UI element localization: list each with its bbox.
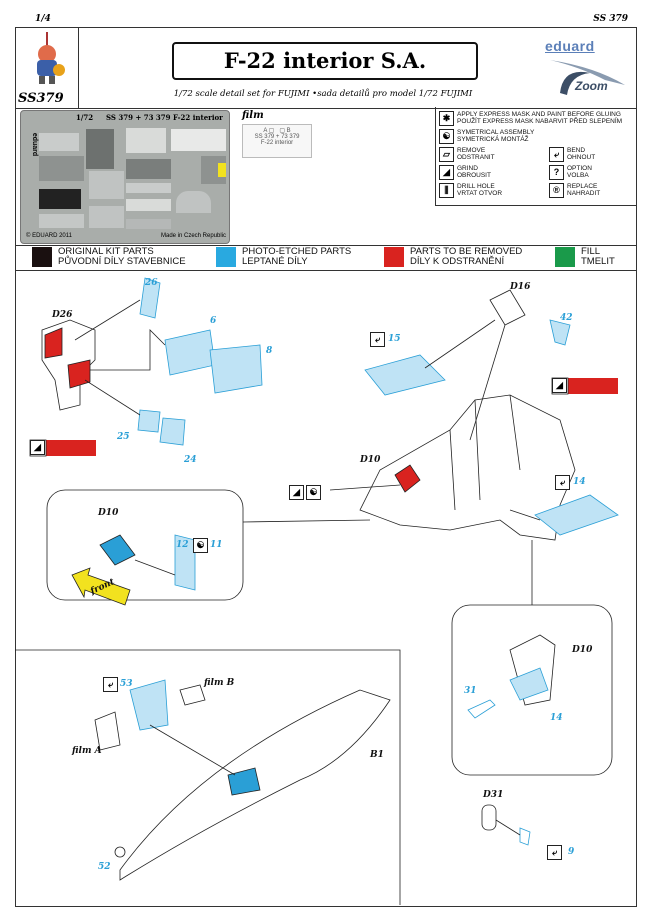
part-12: 12 xyxy=(176,540,189,550)
symmetrical-icon: ☯ xyxy=(193,538,208,553)
symmetrical-icon: ☯ xyxy=(306,485,321,500)
mascot-cell xyxy=(15,27,79,109)
film-sheet: A ▢ ▢ B SS 379 + 73 379 F-22 interior xyxy=(242,124,312,158)
eduard-logo: eduard xyxy=(545,38,595,54)
mask-star-icon: ✱ xyxy=(439,111,454,126)
part-14: 14 xyxy=(573,477,586,487)
swatch-fill xyxy=(555,247,575,267)
part-d10: D10 xyxy=(360,455,381,465)
symbols-legend xyxy=(435,107,636,206)
part-42: 42 xyxy=(560,313,573,323)
part-d31: D31 xyxy=(483,790,504,800)
part-11: 11 xyxy=(210,540,223,550)
remove-icon: ▱ xyxy=(439,147,454,162)
replace-icon: ® xyxy=(549,183,564,198)
symmetrical-icon: ☯ xyxy=(439,129,454,144)
part-film-b: film B xyxy=(204,678,235,688)
part-15: 15 xyxy=(388,334,401,344)
part-24: 24 xyxy=(184,455,197,465)
part-14-right: 14 xyxy=(550,713,563,723)
part-26: 26 xyxy=(145,278,158,288)
grind-icon: ◢ xyxy=(439,165,454,180)
part-b1: B1 xyxy=(370,750,384,760)
part-25: 25 xyxy=(117,432,130,442)
bend-icon: ⤶ xyxy=(370,332,385,347)
part-9: 9 xyxy=(568,847,575,857)
bend-icon: ⤶ xyxy=(547,845,562,860)
part-d10-callout: D10 xyxy=(98,508,119,518)
part-53: 53 xyxy=(120,679,133,689)
subtitle: 1/72 scale detail set for FUJIMI •sada d… xyxy=(173,89,473,99)
part-31: 31 xyxy=(464,686,477,696)
svg-text:Zoom: Zoom xyxy=(574,79,608,93)
part-d26: D26 xyxy=(52,310,73,320)
part-52: 52 xyxy=(98,862,111,872)
part-d10-right: D10 xyxy=(572,645,593,655)
color-legend xyxy=(15,245,637,271)
swatch-original xyxy=(32,247,52,267)
zoom-logo: Zoom xyxy=(550,60,625,95)
set-code-left: SS379 xyxy=(18,91,64,106)
swatch-photo-etched xyxy=(216,247,236,267)
parts-band xyxy=(15,107,637,246)
grind-icon: ◢ xyxy=(552,378,567,393)
diagram-frame xyxy=(15,270,637,907)
part-6: 6 xyxy=(210,316,217,326)
photo-etch-fret: 1/72 SS 379 + 73 379 F-22 interior eduar… xyxy=(20,110,230,244)
page-number: 1/4 xyxy=(35,14,51,24)
set-code: SS 379 xyxy=(593,14,628,24)
grind-icon: ◢ xyxy=(30,440,45,455)
bend-icon: ⤶ xyxy=(555,475,570,490)
part-8: 8 xyxy=(266,346,273,356)
option-icon: ? xyxy=(549,165,564,180)
part-d16: D16 xyxy=(510,282,531,292)
film-label: film xyxy=(242,110,264,121)
grind-icon: ◢ xyxy=(289,485,304,500)
swatch-remove xyxy=(384,247,404,267)
bend-icon: ⤶ xyxy=(103,677,118,692)
part-film-a: film A xyxy=(72,746,102,756)
bend-icon: ⤶ xyxy=(549,147,564,162)
mascot-logo xyxy=(37,32,65,84)
drill-icon: ⫼ xyxy=(439,183,454,198)
page-title: F-22 interior S.A. xyxy=(172,42,478,80)
